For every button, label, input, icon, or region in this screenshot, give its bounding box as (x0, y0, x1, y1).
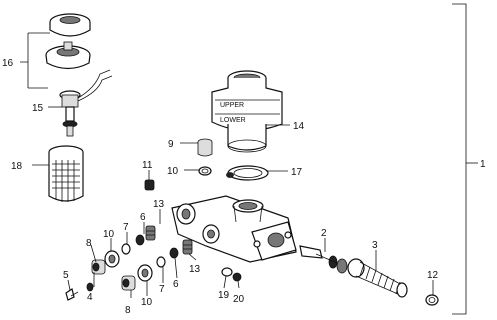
callout-16: 16 (2, 58, 14, 69)
reservoir-upper-label: UPPER (220, 102, 244, 109)
secondary-piston-part (299, 245, 348, 274)
callout-9: 9 (168, 139, 174, 150)
union-bolt-parts (91, 250, 153, 291)
callout-12: 12 (427, 270, 439, 281)
cap-parts-19-20 (221, 267, 242, 282)
small-seal-parts (121, 234, 179, 268)
callout-7b: 7 (159, 284, 165, 295)
callout-6a: 6 (140, 212, 146, 223)
callout-8b: 8 (125, 305, 131, 316)
callout-4: 4 (87, 292, 93, 303)
callout-10c: 10 (141, 297, 153, 308)
master-cylinder-body (171, 195, 297, 263)
level-sensor-part (59, 69, 113, 137)
callout-1: 1 (480, 159, 486, 170)
reservoir-cap-part (45, 13, 91, 70)
callout-13a: 13 (153, 199, 165, 210)
leader-lines (20, 32, 434, 298)
callout-10a: 10 (167, 166, 179, 177)
callout-3: 3 (372, 240, 378, 251)
callout-10b: 10 (103, 229, 115, 240)
callout-14: 14 (293, 121, 305, 132)
callout-15: 15 (32, 103, 44, 114)
port-cap-part (197, 138, 213, 157)
snap-ring-part (425, 294, 439, 306)
reservoir-lower-label: LOWER (220, 117, 246, 124)
reservoir-seal-part (226, 165, 269, 181)
callout-8a: 8 (86, 238, 92, 249)
primary-piston-part (347, 258, 408, 298)
callout-7a: 7 (123, 222, 129, 233)
callout-17: 17 (291, 167, 303, 178)
check-valve-part (145, 225, 193, 255)
callout-19: 19 (218, 290, 230, 301)
callout-2: 2 (321, 228, 327, 239)
callout-11: 11 (142, 160, 153, 171)
plug-part (144, 179, 155, 191)
callout-5: 5 (63, 270, 69, 281)
strainer-part (48, 145, 84, 202)
callout-18: 18 (11, 161, 23, 172)
callout-20: 20 (233, 294, 245, 305)
callout-6b: 6 (173, 279, 179, 290)
bleed-screw-parts (65, 282, 94, 301)
washer-upper-part (198, 166, 212, 176)
reservoir-part (211, 70, 283, 153)
callout-13b: 13 (189, 264, 201, 275)
assembly-bracket (452, 3, 478, 315)
